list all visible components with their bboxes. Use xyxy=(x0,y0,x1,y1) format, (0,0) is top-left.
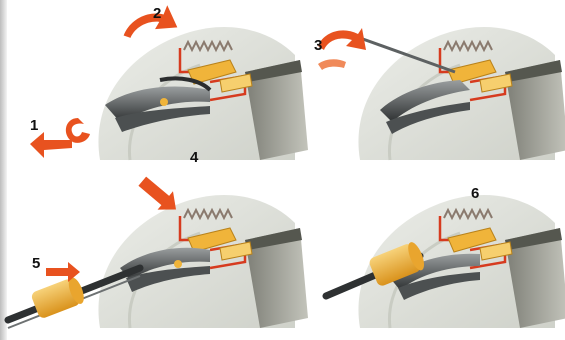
step-3-label: 3 xyxy=(314,37,322,54)
panel-top-left xyxy=(98,27,308,160)
step-4-label: 4 xyxy=(190,149,199,166)
panel-top-right xyxy=(358,27,565,160)
step-1-label: 1 xyxy=(30,117,38,134)
step-2-label: 2 xyxy=(153,5,161,22)
step-6-label: 6 xyxy=(471,185,479,202)
step-3-arrow xyxy=(318,28,366,70)
step-2-arrow xyxy=(119,4,177,41)
step-1-arrow xyxy=(30,118,90,158)
step-5-label: 5 xyxy=(32,255,40,272)
panel-bottom-left xyxy=(98,195,308,328)
